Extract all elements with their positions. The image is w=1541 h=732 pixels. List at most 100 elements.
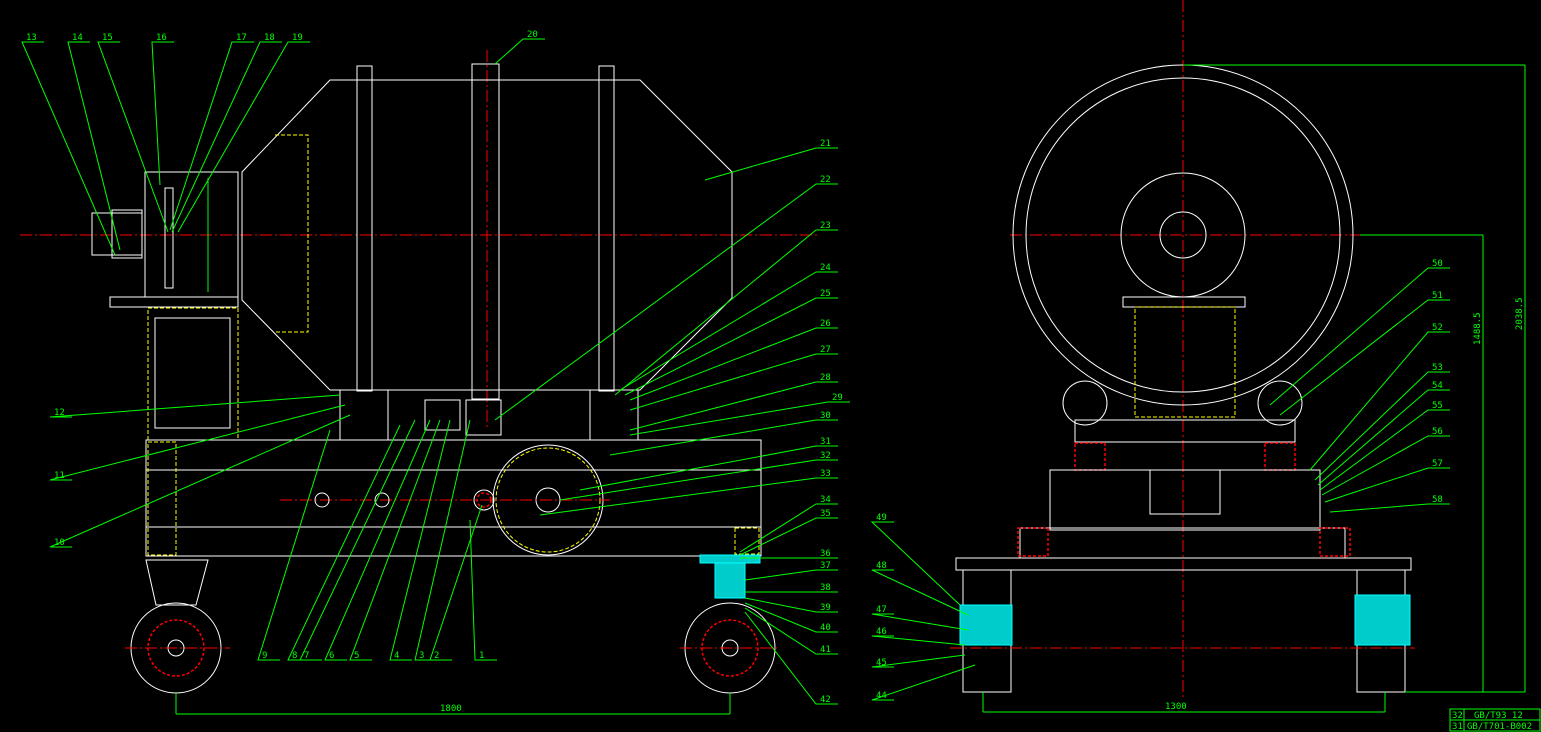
leader-line <box>744 602 838 633</box>
part-number-label: 21 <box>820 139 831 149</box>
part-number-label: 54 <box>1432 381 1443 391</box>
part-number-label: 52 <box>1432 323 1443 333</box>
leader-line <box>1319 409 1450 491</box>
leader-line <box>624 297 838 396</box>
part-number-label: 39 <box>820 603 831 613</box>
part-number-label: 35 <box>820 509 831 519</box>
part-number-label: 46 <box>876 627 887 637</box>
dimension-overall-height: 2038.5 <box>1515 297 1525 330</box>
leader-line <box>579 445 838 491</box>
leader-line <box>619 271 838 391</box>
leader-line <box>614 229 838 396</box>
part-number-label: 18 <box>264 33 275 43</box>
part-number-label: 34 <box>820 495 831 505</box>
leader-line <box>744 611 838 705</box>
part-number-label: 17 <box>236 33 247 43</box>
leader-line <box>389 419 451 661</box>
leader-line <box>151 41 174 186</box>
leader-line <box>871 635 966 646</box>
dimension-track-width: 1300 <box>1165 702 1187 712</box>
part-number-label: 9 <box>262 651 267 661</box>
part-number-label: 3 <box>419 651 424 661</box>
leader-line <box>257 429 331 661</box>
part-number-label: 10 <box>54 538 65 548</box>
leader-line <box>67 41 121 251</box>
leader-line <box>287 424 401 661</box>
part-number-label: 13 <box>26 33 37 43</box>
leader-line <box>494 183 838 421</box>
part-number-label: 33 <box>820 469 831 479</box>
leader-line <box>324 419 431 661</box>
leader-line <box>744 569 838 581</box>
leader-line <box>299 419 416 661</box>
leader-line <box>1317 389 1450 486</box>
part-number-label: 27 <box>820 345 831 355</box>
leader-line <box>349 419 441 661</box>
leader-line <box>871 569 969 616</box>
leader-line <box>414 419 471 661</box>
leader-line <box>1309 331 1450 471</box>
leader-line <box>1279 299 1450 416</box>
part-number-label: 56 <box>1432 427 1443 437</box>
part-number-label: 51 <box>1432 291 1443 301</box>
leader-line <box>629 381 838 431</box>
part-number-label: 28 <box>820 373 831 383</box>
part-number-label: 53 <box>1432 363 1443 373</box>
part-number-label: 31 <box>820 437 831 447</box>
part-number-label: 4 <box>394 651 399 661</box>
part-number-label: 15 <box>102 33 113 43</box>
part-number-label: 24 <box>820 263 831 273</box>
part-number-label: 30 <box>820 411 831 421</box>
leader-line <box>177 41 310 233</box>
leader-line <box>739 517 838 556</box>
part-number-label: 57 <box>1432 459 1443 469</box>
leader-line <box>629 353 838 411</box>
part-number-label: 40 <box>820 623 831 633</box>
part-number-label: 16 <box>156 33 167 43</box>
part-number-label: 29 <box>832 393 843 403</box>
part-number-label: 8 <box>292 651 297 661</box>
leader-line <box>169 41 254 231</box>
title-row-no: 31 <box>1452 722 1463 732</box>
leader-line <box>97 41 169 233</box>
part-number-label: 45 <box>876 658 887 668</box>
part-number-label: 26 <box>820 319 831 329</box>
part-number-label: 7 <box>304 651 309 661</box>
part-number-label: 47 <box>876 605 887 615</box>
title-row-no: 32 <box>1452 711 1463 721</box>
part-number-label: 6 <box>329 651 334 661</box>
leader-line <box>1314 371 1450 481</box>
leader-line <box>494 38 545 65</box>
part-number-label: 55 <box>1432 401 1443 411</box>
leader-line <box>49 394 341 418</box>
leader-line <box>1269 267 1450 406</box>
leader-line <box>871 654 966 668</box>
leader-line <box>49 414 351 548</box>
part-number-label: 32 <box>820 451 831 461</box>
part-number-label: 37 <box>820 561 831 571</box>
part-number-label: 58 <box>1432 495 1443 505</box>
part-number-label: 25 <box>820 289 831 299</box>
part-number-label: 20 <box>527 30 538 40</box>
dimension-wheelbase: 1800 <box>440 704 462 714</box>
leader-line <box>744 607 838 655</box>
part-number-label: 2 <box>434 651 439 661</box>
dimension-axis-height: 1488.5 <box>1473 312 1483 345</box>
title-block: 32 GB/T93 12 31 GB/T701-B002 <box>1449 708 1541 732</box>
leader-line <box>609 419 838 456</box>
leader-line <box>469 519 497 661</box>
part-number-label: 38 <box>820 583 831 593</box>
part-number-label: 19 <box>292 33 303 43</box>
part-number-label: 42 <box>820 695 831 705</box>
leader-line <box>871 613 969 631</box>
leader-line <box>871 664 976 701</box>
part-number-label: 12 <box>54 408 65 418</box>
part-number-label: 11 <box>54 471 65 481</box>
part-number-label: 36 <box>820 549 831 559</box>
leader-line <box>539 477 838 516</box>
part-number-label: 5 <box>354 651 359 661</box>
side-view <box>20 50 820 694</box>
part-number-label: 14 <box>72 33 83 43</box>
